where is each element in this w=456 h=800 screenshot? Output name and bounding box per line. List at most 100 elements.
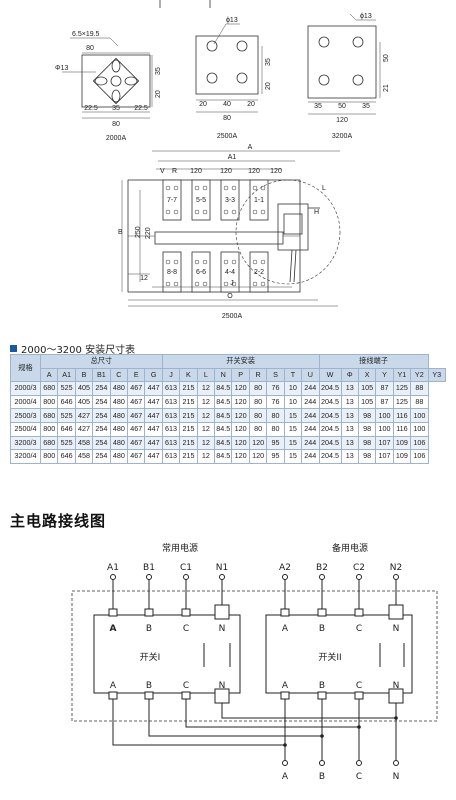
output-a: A (282, 772, 289, 782)
table-cell: 116 (392, 421, 412, 437)
dim-b2: 40 (223, 101, 231, 108)
pole-bottom-2: 6-6 (196, 269, 206, 276)
table-cell: 646 (57, 421, 76, 437)
column-header: B1 (92, 367, 111, 383)
table-cell: 84.5 (214, 394, 233, 410)
table-cell: 13 (340, 421, 359, 437)
plate-label-2000a: 2000A (106, 135, 127, 142)
dim-h: 50 (383, 54, 390, 62)
table-cell: 2000/3 (10, 381, 41, 396)
dim-h: 35 (265, 58, 272, 66)
table-cell: 646 (57, 449, 76, 464)
switch-1-terminal-b-bottom: B (146, 681, 152, 691)
column-header: Y3 (427, 367, 447, 383)
table-cell: 204.5 (318, 381, 342, 396)
table-cell: 76 (266, 394, 285, 410)
table-cell: 613 (161, 394, 181, 410)
table-cell: 480 (109, 421, 129, 437)
switch-1-terminal-c-top: C (183, 624, 189, 634)
switch-1-terminal-b-top: B (146, 624, 152, 634)
table-cell: 120 (231, 381, 250, 396)
table-cell: 120 (248, 449, 268, 464)
table-cell: 447 (144, 408, 163, 423)
dim-w: 80 (86, 45, 94, 52)
table-cell: 800 (39, 421, 59, 437)
table-cell: 244 (301, 435, 320, 451)
table-cell: 87 (375, 394, 394, 410)
dim-w-bottom: 120 (336, 117, 348, 124)
table-cell: 13 (340, 408, 359, 423)
dim-b1: 35 (314, 103, 322, 110)
table-cell: 12 (196, 449, 216, 464)
dim-b2: 35 (112, 105, 120, 112)
table-cell: 95 (266, 449, 285, 464)
table-cell: 680 (39, 408, 59, 423)
table-cell: 405 (74, 394, 94, 410)
table-cell: 467 (127, 435, 146, 451)
table-cell: 13 (340, 381, 359, 396)
dim-b3: 35 (362, 103, 370, 110)
switch-2-terminal-a-bottom: A (282, 681, 289, 691)
column-header: X (357, 367, 377, 383)
header-overall: 总尺寸 (40, 354, 163, 369)
table-cell: 467 (127, 449, 146, 464)
switch-1-terminal-c-bottom: C (183, 681, 189, 691)
table-cell: 88 (410, 381, 429, 396)
table-cell: 467 (127, 394, 146, 410)
table-cell: 204.5 (318, 421, 342, 437)
pole-top-2: 5-5 (196, 197, 206, 204)
table-cell: 215 (179, 408, 198, 423)
table-cell: 244 (301, 408, 320, 423)
table-cell: 13 (340, 394, 359, 410)
column-header: P (231, 367, 250, 383)
table-cell: 244 (301, 394, 320, 410)
table-cell: 80 (248, 394, 268, 410)
table-cell: 98 (357, 435, 377, 451)
table-title: 2000～3200 安装尺寸表 (10, 341, 135, 356)
table-cell: 10 (283, 394, 303, 410)
dim-12: 12 (140, 275, 148, 282)
table-cell: 107 (375, 449, 394, 464)
table-cell: 13 (340, 449, 359, 464)
dim-O: O (227, 293, 233, 300)
table-cell: 12 (196, 421, 216, 437)
table-cell: 15 (283, 421, 303, 437)
input-a1: A1 (107, 563, 119, 573)
table-cell: 120 (248, 435, 268, 451)
table-cell: 215 (179, 435, 198, 451)
dim-b1: 20 (199, 101, 207, 108)
dim-B: B (118, 229, 123, 236)
input-c2: C2 (353, 563, 365, 573)
dim-V: V (160, 168, 165, 175)
table-cell: 447 (144, 421, 163, 437)
table-cell: 100 (375, 421, 394, 437)
table-cell: 76 (266, 381, 285, 396)
table-cell: 215 (179, 394, 198, 410)
table-cell: 613 (161, 449, 181, 464)
table-cell: 480 (109, 381, 129, 396)
table-cell: 100 (410, 408, 429, 423)
dim-b3: 20 (247, 101, 255, 108)
table-cell: 254 (92, 421, 111, 437)
dim-slot: 6.5×19.5 (72, 31, 100, 38)
table-cell: 3200/3 (10, 435, 41, 451)
dim-b3: 22.5 (134, 105, 148, 112)
table-cell: 95 (266, 435, 285, 451)
output-b: B (319, 772, 325, 782)
column-header: G (144, 367, 163, 383)
dim-h2: 20 (155, 90, 162, 98)
input-n1: N1 (216, 563, 228, 573)
table-cell: 13 (340, 435, 359, 451)
table-cell: 244 (301, 449, 320, 464)
table-cell: 480 (109, 408, 129, 423)
pole-top-1: 7-7 (167, 197, 177, 204)
switch-2-terminal-b-bottom: B (319, 681, 325, 691)
column-header: Y2 (410, 367, 429, 383)
table-cell: 204.5 (318, 408, 342, 423)
table-cell: 204.5 (318, 449, 342, 464)
